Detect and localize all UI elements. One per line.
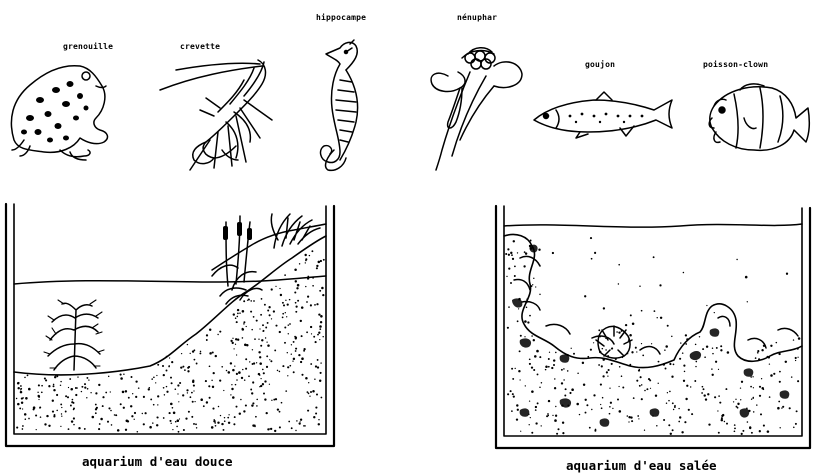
- gudgeon-drawing: [534, 92, 672, 138]
- label-goujon: goujon: [585, 60, 615, 69]
- saltwater-surface-line: [504, 224, 802, 227]
- caption-freshwater-aquarium: aquarium d'eau douce: [82, 454, 233, 469]
- caption-saltwater-aquarium: aquarium d'eau salée: [566, 458, 717, 473]
- label-poisson-clown: poisson-clown: [703, 60, 768, 69]
- label-nenuphar: nénuphar: [457, 13, 497, 22]
- freshwater-surface-line: [14, 276, 326, 284]
- freshwater-gravel: [16, 250, 325, 432]
- saltwater-texture: [505, 237, 800, 435]
- frog-drawing: [11, 66, 107, 160]
- seahorse-drawing: [321, 40, 358, 170]
- clownfish-drawing: [709, 84, 809, 150]
- label-crevette: crevette: [180, 42, 220, 51]
- label-grenouille: grenouille: [63, 42, 113, 51]
- water-lily-drawing: [431, 48, 522, 170]
- waterweed: [48, 303, 100, 370]
- saltwater-aquarium: [496, 206, 810, 448]
- label-hippocampe: hippocampe: [316, 13, 366, 22]
- freshwater-aquarium: [6, 204, 334, 446]
- shrimp-drawing: [160, 60, 272, 170]
